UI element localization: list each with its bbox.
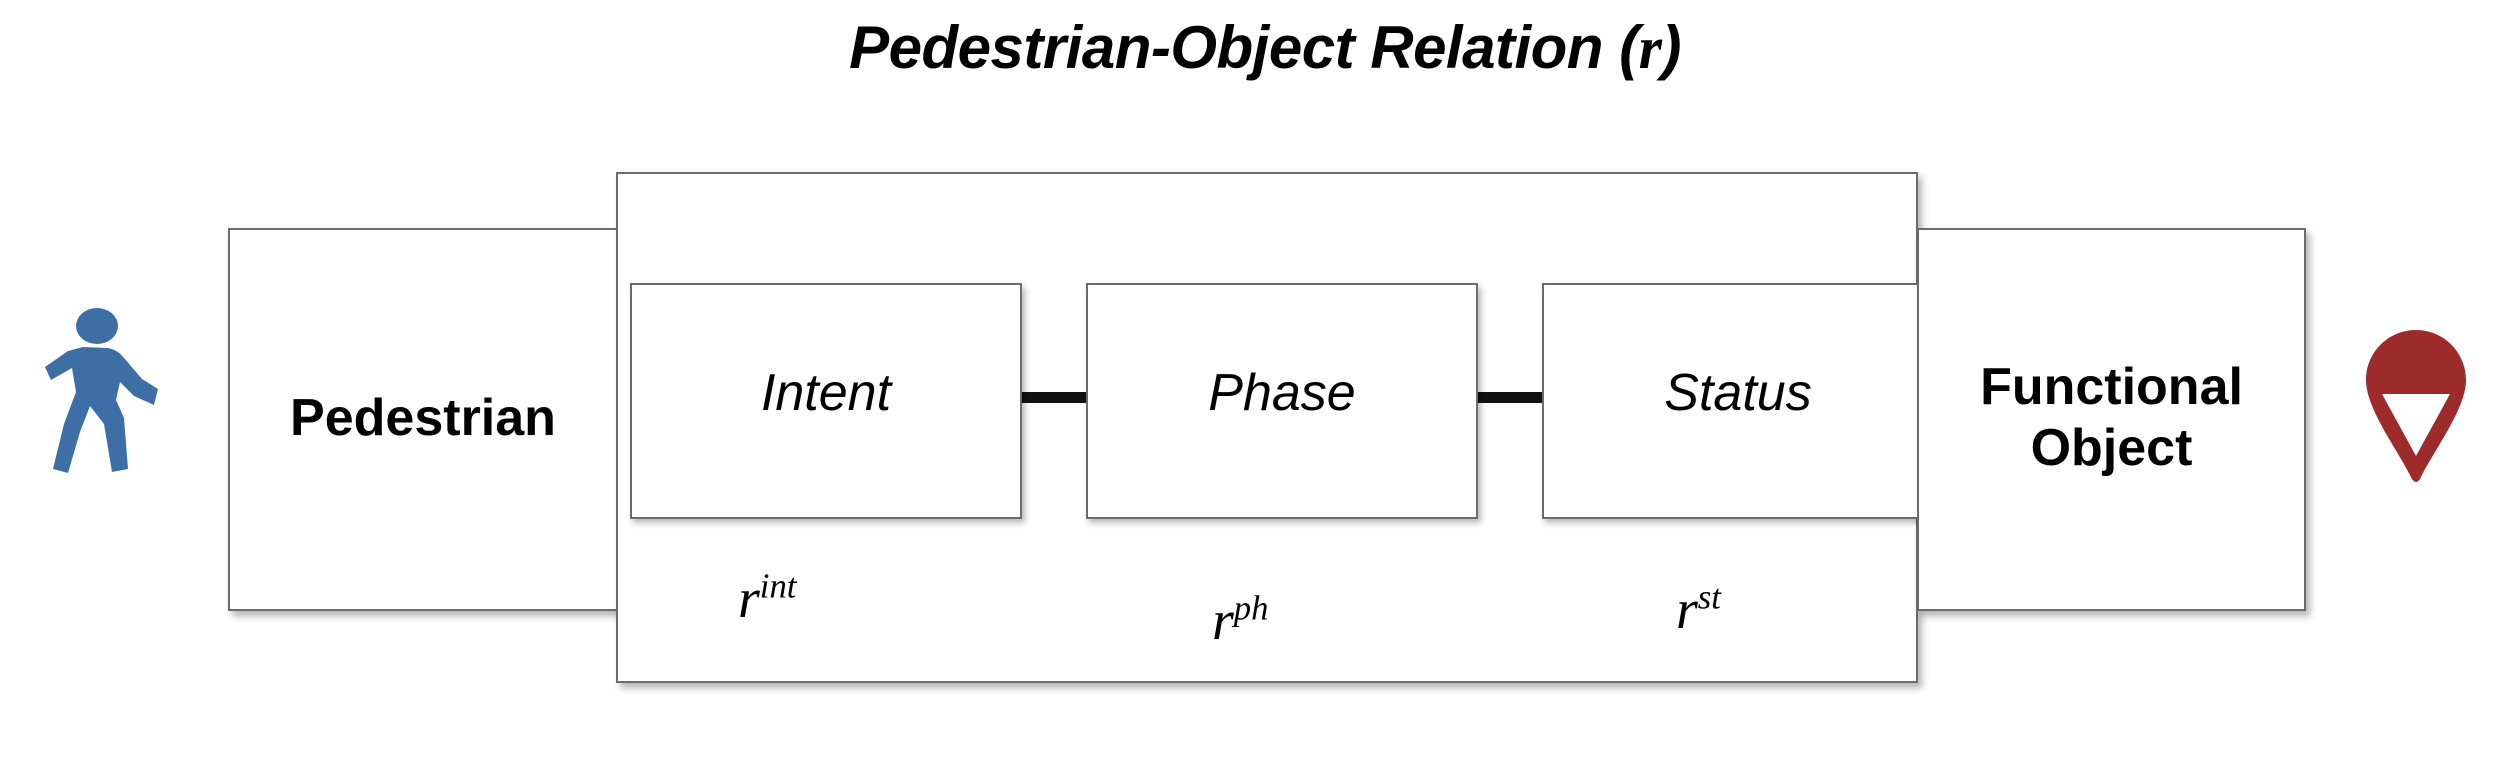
functional-object-label: Functional Object bbox=[1980, 358, 2243, 478]
relation-stage-status-box[interactable]: Status bbox=[1542, 283, 1934, 519]
relation-symbol-intent: rint bbox=[738, 567, 796, 631]
page-title-variable: r bbox=[1638, 15, 1662, 81]
page-title-close-paren: ) bbox=[1661, 14, 1681, 81]
pedestrian-label: Pedestrian bbox=[290, 389, 556, 447]
pedestrian-entity-box[interactable]: Pedestrian bbox=[228, 228, 618, 611]
connector-phase-status bbox=[1477, 392, 1543, 403]
page-title: Pedestrian-Object Relation (r) bbox=[0, 16, 2499, 80]
functional-object-entity-box[interactable]: Functional Object bbox=[1917, 228, 2306, 611]
relation-stage-phase-box[interactable]: Phase bbox=[1086, 283, 1478, 519]
relation-stage-status-label: Status bbox=[1664, 364, 1812, 422]
map-pin-icon bbox=[2366, 330, 2466, 482]
relation-stage-intent-label: Intent bbox=[760, 364, 892, 422]
relation-symbol-phase: rph bbox=[1212, 589, 1269, 653]
connector-intent-phase bbox=[1021, 392, 1087, 403]
relation-symbol-status: rst bbox=[1676, 578, 1721, 642]
relation-symbol-phase-base: r bbox=[1212, 590, 1234, 652]
relation-stage-phase-label: Phase bbox=[1208, 364, 1356, 422]
pedestrian-walking-icon bbox=[42, 306, 160, 482]
relation-symbol-phase-superscript: ph bbox=[1233, 588, 1269, 628]
relation-symbol-status-superscript: st bbox=[1697, 577, 1721, 617]
relation-symbol-status-base: r bbox=[1676, 579, 1698, 641]
relation-stage-intent-box[interactable]: Intent bbox=[630, 283, 1022, 519]
relation-symbol-intent-base: r bbox=[738, 568, 760, 630]
page-title-text: Pedestrian-Object Relation ( bbox=[849, 14, 1639, 81]
relation-symbol-intent-superscript: int bbox=[759, 566, 797, 606]
